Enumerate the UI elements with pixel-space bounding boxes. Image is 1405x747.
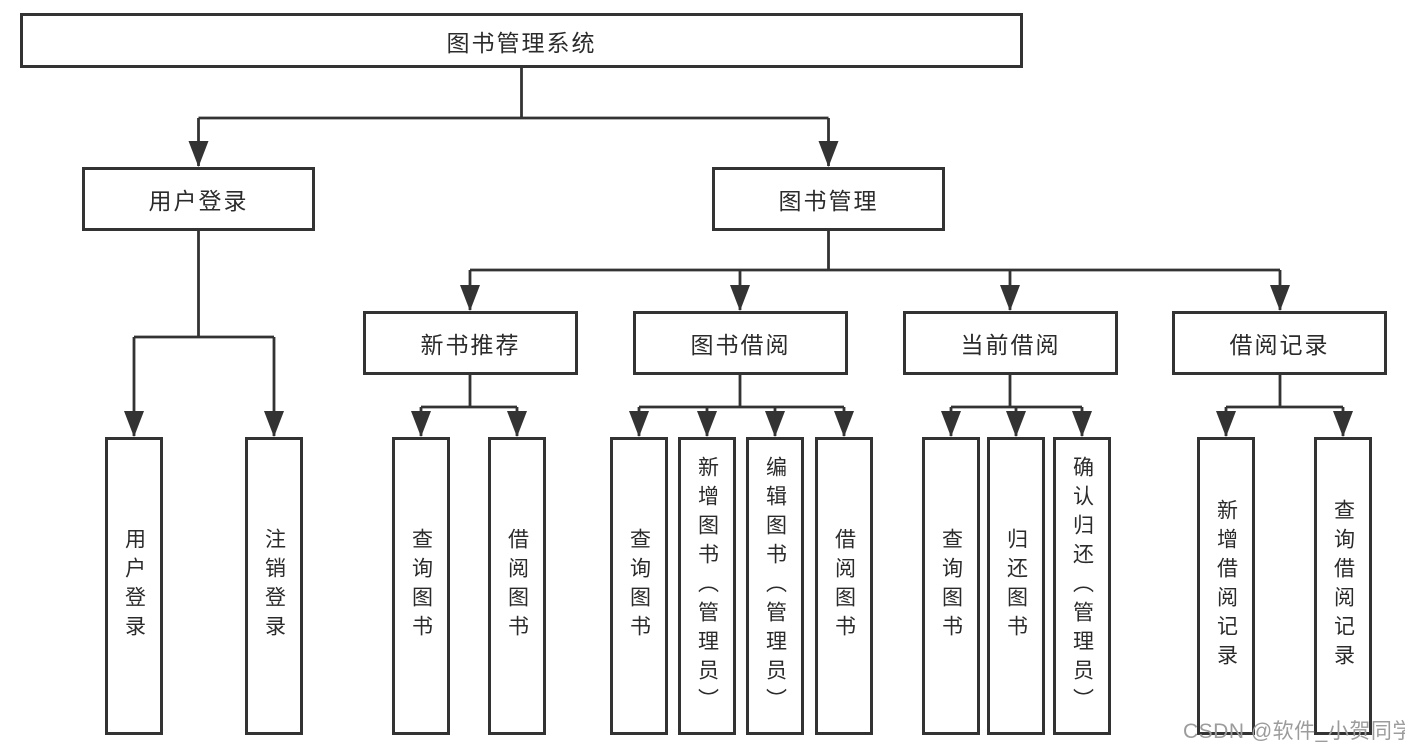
node-user-login-label: 用户登录	[148, 188, 249, 214]
node-book-management-label: 图书管理	[778, 188, 879, 214]
leaf-return-books: 归还图书	[987, 437, 1045, 735]
node-borrow-records: 借阅记录	[1172, 311, 1387, 375]
node-new-book-recommend-label: 新书推荐	[420, 332, 521, 358]
leaf-borrow-books-recommend: 借阅图书	[488, 437, 546, 735]
leaf-query-books-recommend: 查询图书	[392, 437, 450, 735]
node-current-borrow: 当前借阅	[903, 311, 1118, 375]
leaf-edit-books-admin: 编辑图书（管理员）	[746, 437, 804, 735]
leaf-query-books-current: 查询图书	[922, 437, 980, 735]
csdn-watermark: CSDN @软件_小贺同学	[1183, 720, 1405, 743]
node-library-system: 图书管理系统	[20, 13, 1023, 68]
node-user-login: 用户登录	[82, 167, 315, 231]
node-book-borrow: 图书借阅	[633, 311, 848, 375]
node-new-book-recommend: 新书推荐	[363, 311, 578, 375]
leaf-confirm-return-admin: 确认归还（管理员）	[1053, 437, 1111, 735]
node-book-management: 图书管理	[712, 167, 945, 231]
connector-borrow-records-to-leaves	[1216, 375, 1353, 437]
connector-root-to-level2	[188, 68, 839, 167]
leaf-query-borrow-record: 查询借阅记录	[1314, 437, 1372, 735]
connector-book-management-to-level3	[460, 231, 1290, 311]
connector-user-login-to-leaves	[124, 231, 284, 437]
connector-current-borrow-to-leaves	[941, 375, 1092, 437]
leaf-logout: 注销登录	[245, 437, 303, 735]
node-library-system-label: 图书管理系统	[446, 29, 597, 56]
connector-book-borrow-to-leaves	[629, 375, 854, 437]
node-current-borrow-label: 当前借阅	[960, 332, 1061, 358]
connector-new-book-recommend-to-leaves	[411, 375, 527, 437]
leaf-add-borrow-record: 新增借阅记录	[1197, 437, 1255, 735]
node-borrow-records-label: 借阅记录	[1229, 332, 1330, 358]
leaf-add-books-admin: 新增图书（管理员）	[678, 437, 736, 735]
leaf-query-books-borrow: 查询图书	[610, 437, 668, 735]
leaf-borrow-books: 借阅图书	[815, 437, 873, 735]
node-book-borrow-label: 图书借阅	[690, 332, 791, 358]
leaf-user-login: 用户登录	[105, 437, 163, 735]
